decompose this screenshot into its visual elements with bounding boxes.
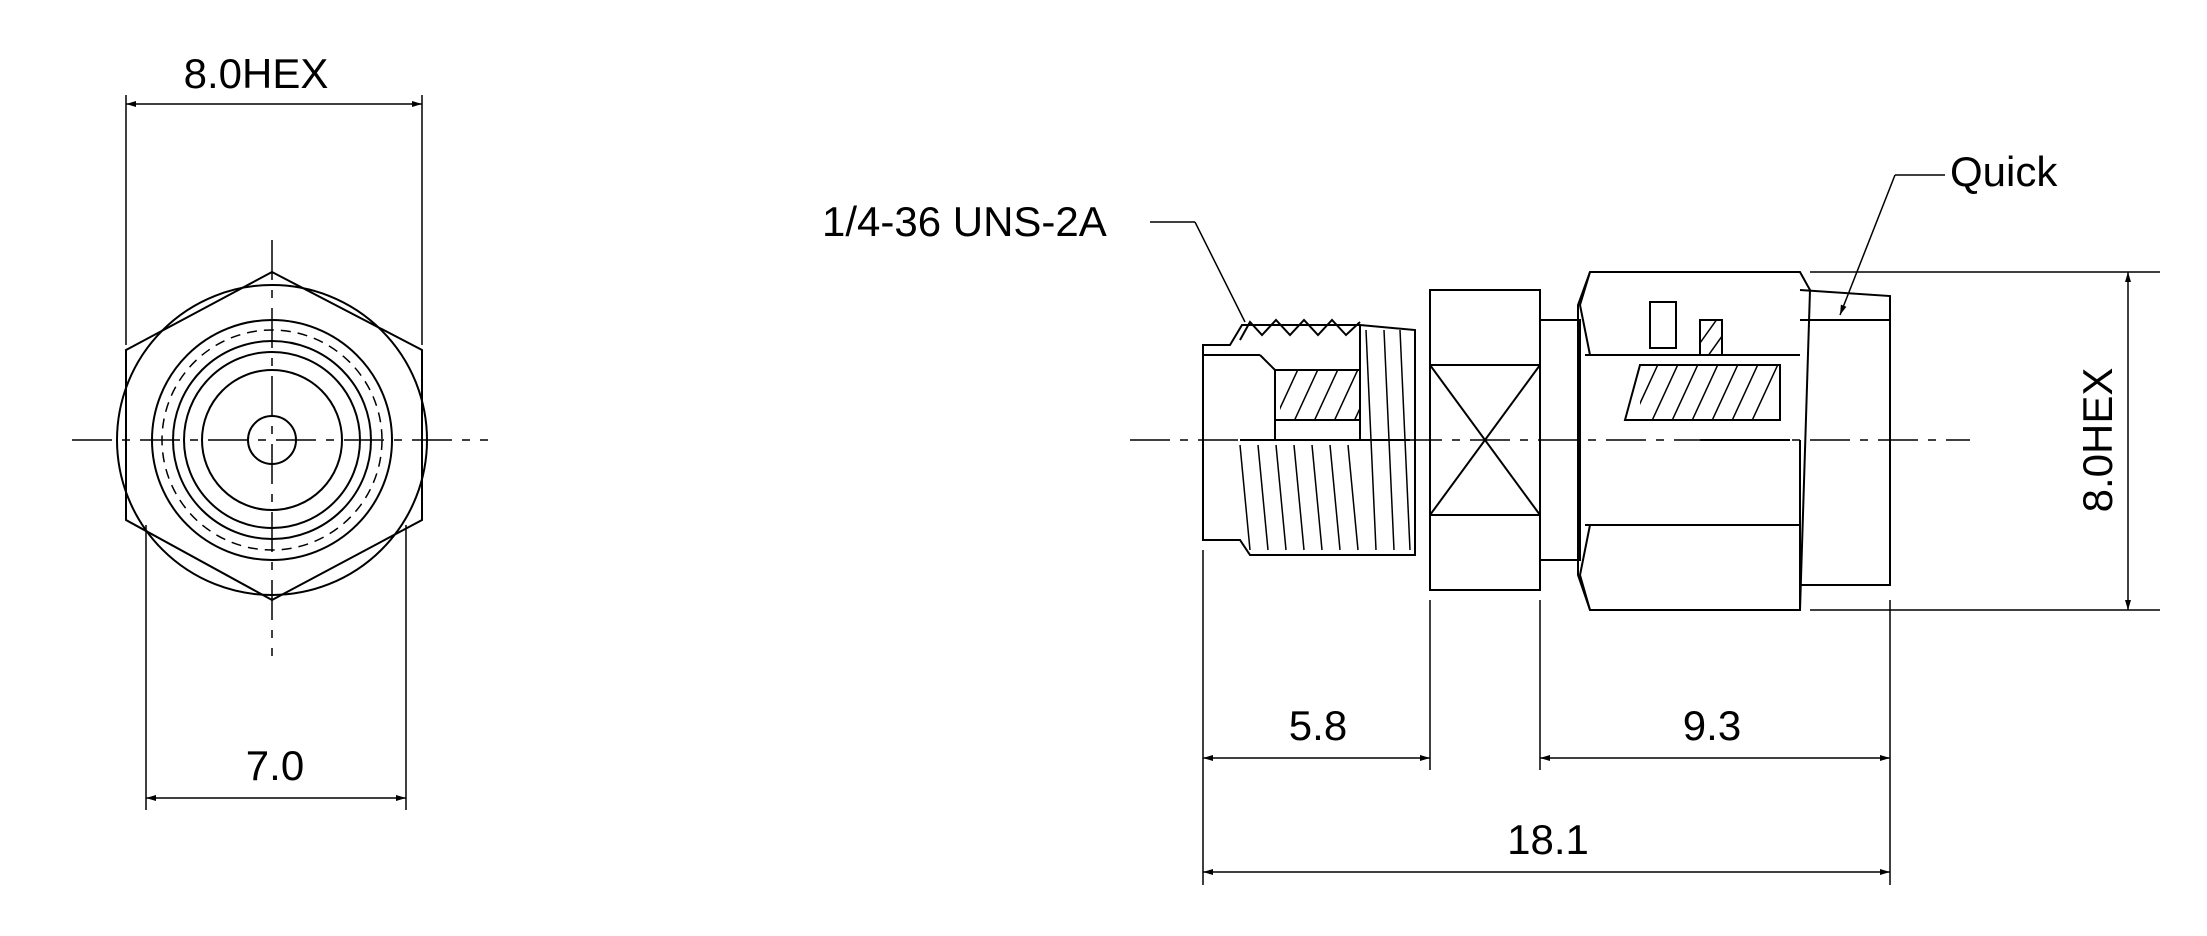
thread-spec-label: 1/4-36 UNS-2A <box>822 198 1107 245</box>
dim-body-label: 9.3 <box>1683 702 1741 749</box>
side-hex-label: 8.0HEX <box>2074 368 2121 513</box>
hex-nut <box>1577 271 1812 611</box>
quick-sleeve <box>1799 289 1891 586</box>
hatch-c <box>1700 320 1722 355</box>
internal-ring <box>1699 319 1723 356</box>
nut-chamfer <box>1578 524 1591 611</box>
thread-leader <box>1194 221 1246 323</box>
dim-total-label: 18.1 <box>1507 816 1589 863</box>
hatch-a <box>1280 370 1360 420</box>
dim-thread-label: 5.8 <box>1289 702 1347 749</box>
front-hex-label: 8.0HEX <box>184 50 329 97</box>
thread-section-outline <box>1202 324 1416 556</box>
quick-leader <box>1839 174 1896 316</box>
edge-line <box>1259 354 1276 371</box>
thread-crest <box>1239 318 1361 341</box>
quick-label: Quick <box>1950 148 2058 195</box>
internal-slot <box>1649 301 1677 349</box>
side-view: 1/4-36 UNS-2A Quick 8.0HEX 5.8 9.3 18.1 <box>822 148 2160 885</box>
front-view: 8.0HEX 7.0 <box>72 50 488 810</box>
dielectric-circle <box>201 369 343 511</box>
hatch-b <box>1640 365 1779 420</box>
nut-chamfer <box>1578 271 1591 356</box>
front-width-label: 7.0 <box>246 742 304 789</box>
hex-outline <box>125 270 423 602</box>
internal-insulator <box>1623 364 1781 421</box>
